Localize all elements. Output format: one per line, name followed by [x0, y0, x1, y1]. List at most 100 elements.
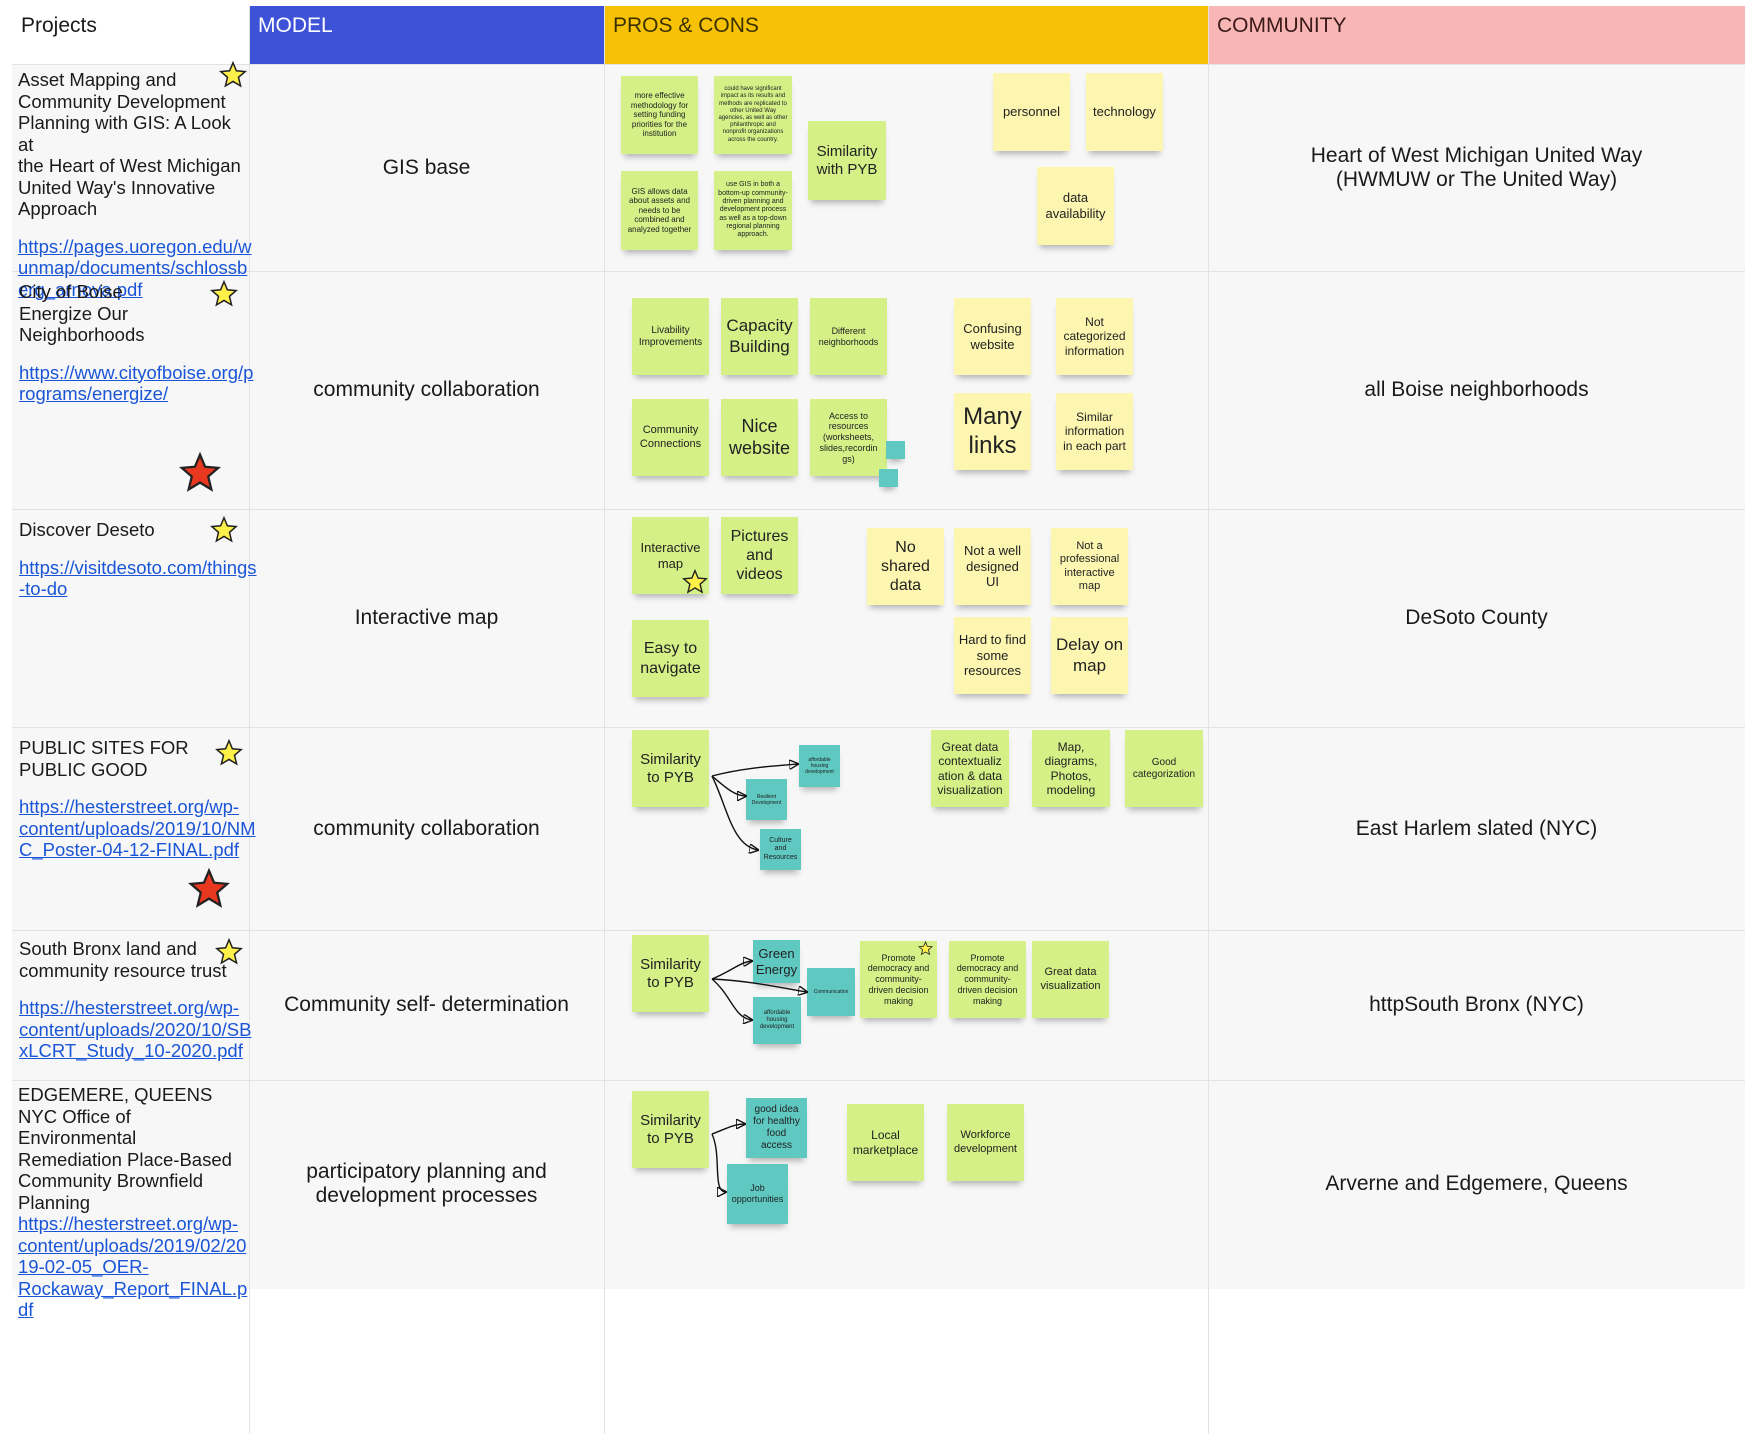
star-icon [682, 569, 708, 594]
sticky-note[interactable]: Map, diagrams, Photos, modeling [1032, 730, 1110, 807]
sticky-note[interactable]: Pictures and videos [721, 517, 798, 594]
arrow [711, 764, 798, 777]
sticky-note[interactable]: Great data contextualiz ation & data vis… [931, 730, 1009, 807]
model-cell: community collaboration [313, 816, 540, 840]
sticky-note[interactable]: personnel [993, 73, 1070, 151]
project-title: South Bronx land and community resource … [19, 938, 227, 981]
sticky-note[interactable]: Similarity with PYB [808, 121, 886, 200]
sticky-note[interactable]: affordable housing development [753, 997, 801, 1044]
project-title: EDGEMERE, QUEENS NYC Office of Environme… [18, 1084, 232, 1213]
star-icon [215, 938, 243, 965]
sticky-note[interactable]: Similarity to PYB [632, 935, 709, 1012]
sticky-note[interactable]: Livability Improvements [632, 298, 709, 375]
community-cell: httpSouth Bronx (NYC) [1369, 993, 1584, 1016]
sticky-note[interactable]: Different neighborhoods [810, 298, 887, 375]
header-community: COMMUNITY [1208, 6, 1745, 64]
star-icon [188, 868, 230, 908]
header-projects: Projects [12, 6, 249, 64]
sticky-note[interactable]: good idea for healthy food access [746, 1098, 807, 1158]
arrow [711, 978, 807, 992]
column-divider [1208, 6, 1209, 1434]
sticky-note[interactable]: Many links [954, 393, 1031, 470]
sticky-note[interactable]: Not a professional interactive map [1051, 528, 1128, 605]
project-cell: South Bronx land and community resource … [19, 938, 252, 1062]
sticky-note[interactable]: technology [1086, 73, 1163, 151]
project-cell: EDGEMERE, QUEENS NYC Office of Environme… [18, 1084, 248, 1321]
sticky-note[interactable]: Easy to navigate [632, 620, 709, 697]
sticky-note[interactable]: Green Energy [753, 940, 800, 983]
sticky-note[interactable]: Confusing website [954, 298, 1031, 375]
project-link[interactable]: https://hesterstreet.org/wp- content/upl… [19, 997, 252, 1061]
sticky-note[interactable]: Not categorized information [1056, 298, 1133, 375]
model-cell: GIS base [382, 155, 471, 179]
sticky-note[interactable]: Similar information in each part [1056, 393, 1133, 470]
project-link[interactable]: https://pages.uoregon.edu/w unmap/docume… [18, 235, 252, 300]
sticky-note[interactable]: Local marketplace [847, 1104, 924, 1181]
arrow [711, 775, 746, 796]
sticky-note[interactable]: Delay on map [1051, 617, 1128, 694]
star-icon [219, 61, 247, 88]
sticky-note[interactable]: Promote democracy and community-driven d… [949, 941, 1026, 1018]
sticky-note[interactable]: Similarity to PYB [632, 1091, 709, 1168]
sticky-note[interactable]: Not a well designed UI [954, 528, 1031, 605]
sticky-note[interactable]: Similarity to PYB [632, 730, 709, 807]
project-link[interactable]: https://hesterstreet.org/wp- content/upl… [18, 1213, 248, 1320]
project-cell: Discover Deseto https://visitdesoto.com/… [19, 519, 257, 600]
sticky-note[interactable]: Great data visualization [1032, 941, 1109, 1018]
sticky-note[interactable]: Hard to find some resources [954, 617, 1031, 694]
sticky-note[interactable]: GIS allows data about assets and needs t… [621, 171, 698, 250]
sticky-note[interactable]: more effective methodology for setting f… [621, 76, 698, 154]
project-link[interactable]: https://visitdesoto.com/things -to-do [19, 556, 257, 600]
model-cell: Community self- determination [284, 993, 569, 1016]
sticky-note-small[interactable] [879, 469, 898, 487]
sticky-note[interactable]: Workforce development [947, 1104, 1024, 1181]
column-divider [249, 6, 250, 1434]
sticky-note[interactable]: Promote democracy and community-driven d… [860, 941, 937, 1018]
sticky-note[interactable]: Communication [807, 968, 855, 1016]
sticky-note[interactable]: No shared data [867, 528, 944, 605]
star-icon [210, 280, 238, 307]
project-cell: PUBLIC SITES FOR PUBLIC GOOD https://hes… [19, 737, 256, 861]
project-title: Asset Mapping and Community Development … [18, 69, 241, 219]
sticky-note[interactable]: could have significant impact as its res… [714, 76, 792, 154]
community-cell: Arverne and Edgemere, Queens [1325, 1172, 1628, 1195]
sticky-note[interactable]: Good categorization [1125, 730, 1203, 807]
project-cell: City of Boise Energize Our Neighborhoods… [19, 281, 254, 405]
sticky-note[interactable]: Community Connections [632, 399, 709, 476]
header-model: MODEL [249, 6, 604, 64]
header-pros-cons: PROS & CONS [604, 6, 1208, 64]
sticky-note[interactable]: Interactive map [632, 517, 709, 594]
sticky-note[interactable]: affordable housing development [799, 745, 840, 787]
sticky-note[interactable]: data availability [1037, 167, 1114, 245]
arrow [711, 961, 752, 980]
community-cell: DeSoto County [1405, 606, 1548, 629]
connector-arrows [711, 6, 1745, 1434]
column-divider [604, 6, 605, 1434]
project-title: City of Boise Energize Our Neighborhoods [19, 281, 145, 345]
model-cell: participatory planning and development p… [306, 1160, 547, 1207]
community-cell: all Boise neighborhoods [1364, 378, 1589, 401]
project-cell: Asset Mapping and Community Development … [18, 69, 252, 300]
sticky-note[interactable]: Access to resources (worksheets, slides,… [810, 399, 887, 476]
project-title: PUBLIC SITES FOR PUBLIC GOOD [19, 737, 189, 780]
model-cell: community collaboration [313, 378, 540, 401]
sticky-note[interactable]: Job opportunities [727, 1164, 788, 1224]
arrow [711, 775, 758, 850]
sticky-note-small[interactable] [886, 441, 905, 459]
star-icon [215, 739, 243, 766]
board: Projects MODEL PROS & CONS COMMUNITY Ass… [12, 6, 1745, 1434]
sticky-note[interactable]: Resilient Development [746, 779, 787, 820]
arrow [711, 1124, 745, 1135]
star-icon [918, 941, 933, 956]
arrow [711, 1133, 726, 1192]
sticky-note[interactable]: use GIS in both a bottom-up community-dr… [714, 171, 792, 250]
star-icon [179, 452, 221, 492]
sticky-note[interactable]: Culture and Resources [760, 829, 801, 870]
star-icon [210, 516, 238, 543]
arrow [711, 978, 752, 1020]
community-cell: Heart of West Michigan United Way (HWMUW… [1310, 143, 1643, 191]
project-link[interactable]: https://www.cityofboise.org/p rograms/en… [19, 361, 254, 405]
sticky-note[interactable]: Nice website [721, 399, 798, 476]
sticky-note[interactable]: Capacity Building [721, 298, 798, 375]
project-link[interactable]: https://hesterstreet.org/wp- content/upl… [19, 796, 256, 860]
